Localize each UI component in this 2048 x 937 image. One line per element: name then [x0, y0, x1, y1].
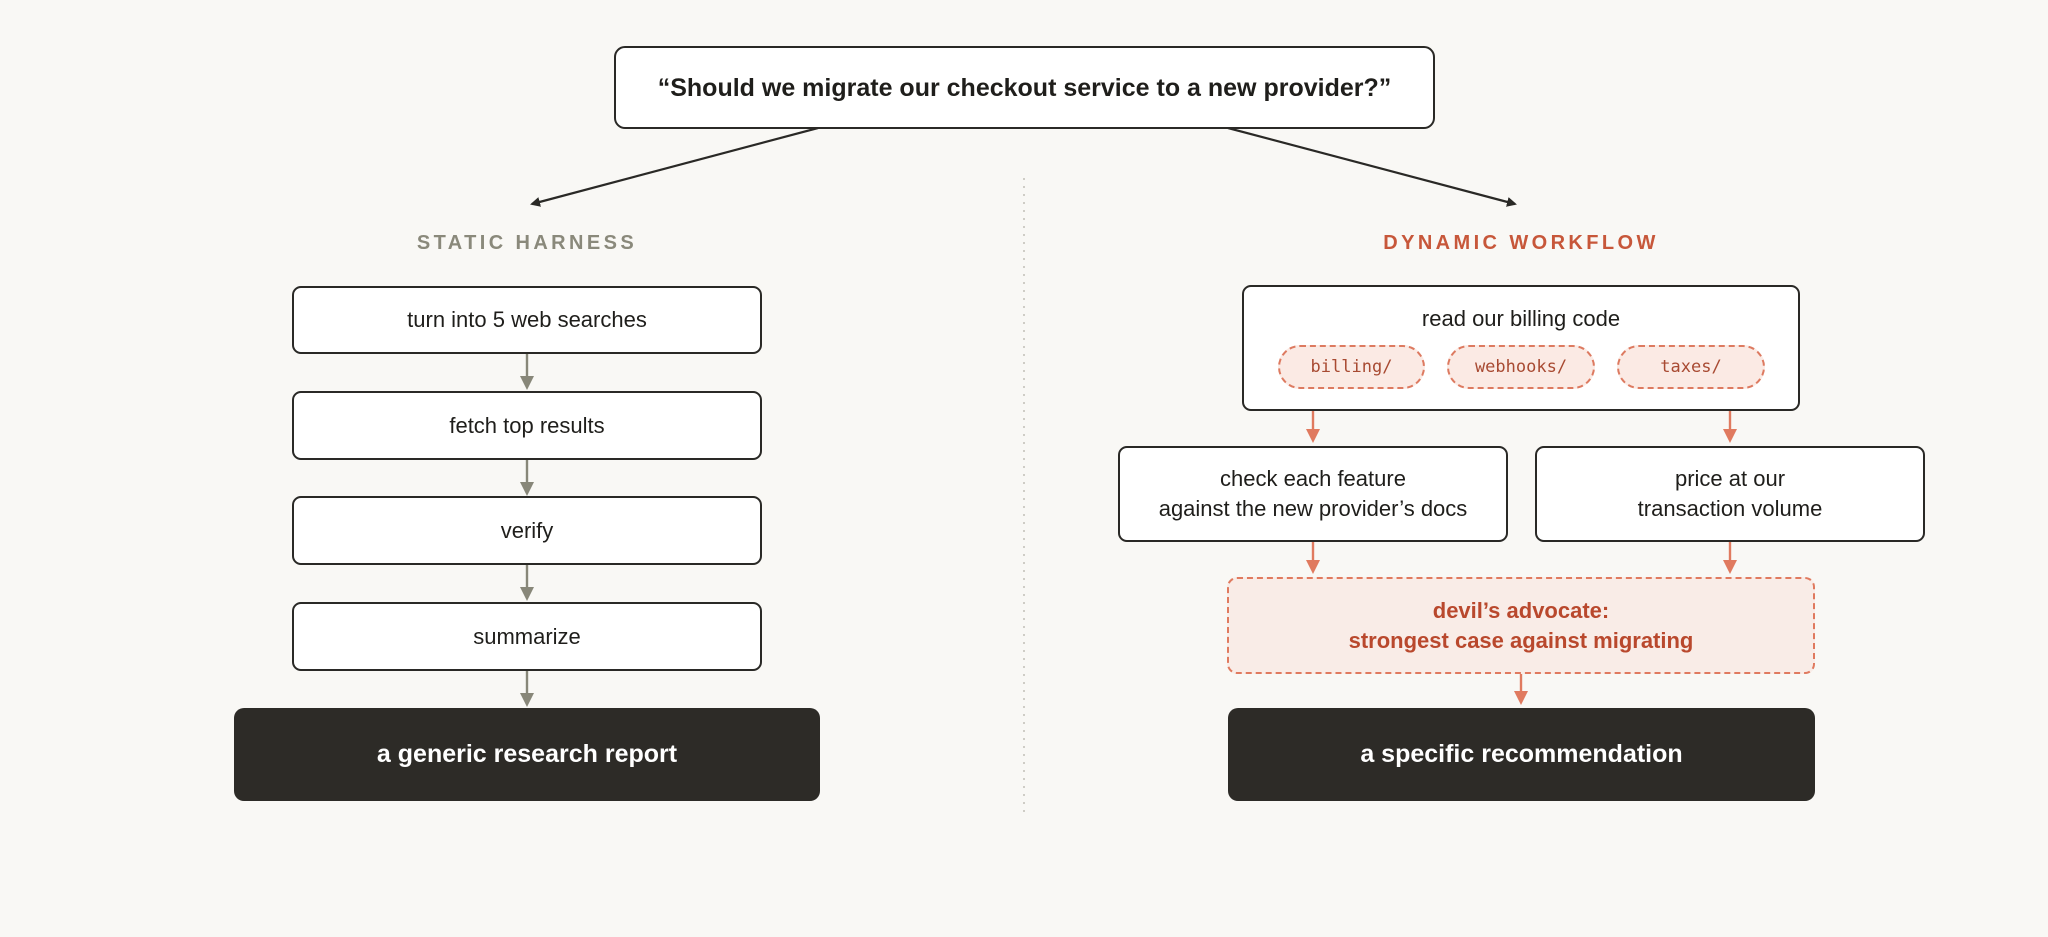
dir-pill-billing: billing/	[1278, 345, 1425, 389]
dynamic-arrows	[1306, 411, 1737, 705]
question-box: “Should we migrate our checkout service …	[614, 46, 1435, 129]
dir-pill-taxes: taxes/	[1617, 345, 1765, 389]
devils-advocate-line1: devil’s advocate:	[1432, 597, 1610, 623]
static-result-box: a generic research report	[234, 708, 820, 801]
dynamic-result-box: a specific recommendation	[1228, 708, 1815, 801]
devils-advocate-box: devil’s advocate: strongest case against…	[1227, 577, 1815, 674]
check-features-box: check each feature against the new provi…	[1118, 446, 1508, 542]
question-text: “Should we migrate our checkout service …	[657, 73, 1392, 102]
static-step-search: turn into 5 web searches	[292, 286, 762, 354]
static-step-label: verify	[500, 517, 554, 543]
split-arrow-left	[530, 126, 819, 207]
devils-advocate-line2: strongest case against migrating	[1348, 627, 1694, 653]
split-arrow-right	[1227, 126, 1517, 207]
static-arrows	[520, 354, 534, 707]
dynamic-result-label: a specific recommendation	[1360, 740, 1683, 768]
static-step-label: fetch top results	[449, 412, 605, 438]
static-result-label: a generic research report	[376, 740, 678, 768]
static-step-verify: verify	[292, 496, 762, 565]
price-volume-box: price at our transaction volume	[1535, 446, 1925, 542]
static-step-label: summarize	[473, 623, 581, 649]
dynamic-workflow-heading: DYNAMIC WORKFLOW	[1383, 232, 1659, 254]
static-step-label: turn into 5 web searches	[407, 307, 647, 332]
price-volume-line1: price at our	[1674, 466, 1786, 491]
check-features-line1: check each feature	[1220, 466, 1406, 491]
static-harness-heading: STATIC HARNESS	[416, 232, 638, 254]
check-features-line2: against the new provider’s docs	[1158, 496, 1468, 521]
price-volume-line2: transaction volume	[1637, 496, 1823, 521]
static-step-fetch: fetch top results	[292, 391, 762, 460]
read-billing-code-label: read our billing code	[1421, 306, 1621, 331]
static-step-summarize: summarize	[292, 602, 762, 671]
dir-pill-webhooks: webhooks/	[1447, 345, 1595, 389]
